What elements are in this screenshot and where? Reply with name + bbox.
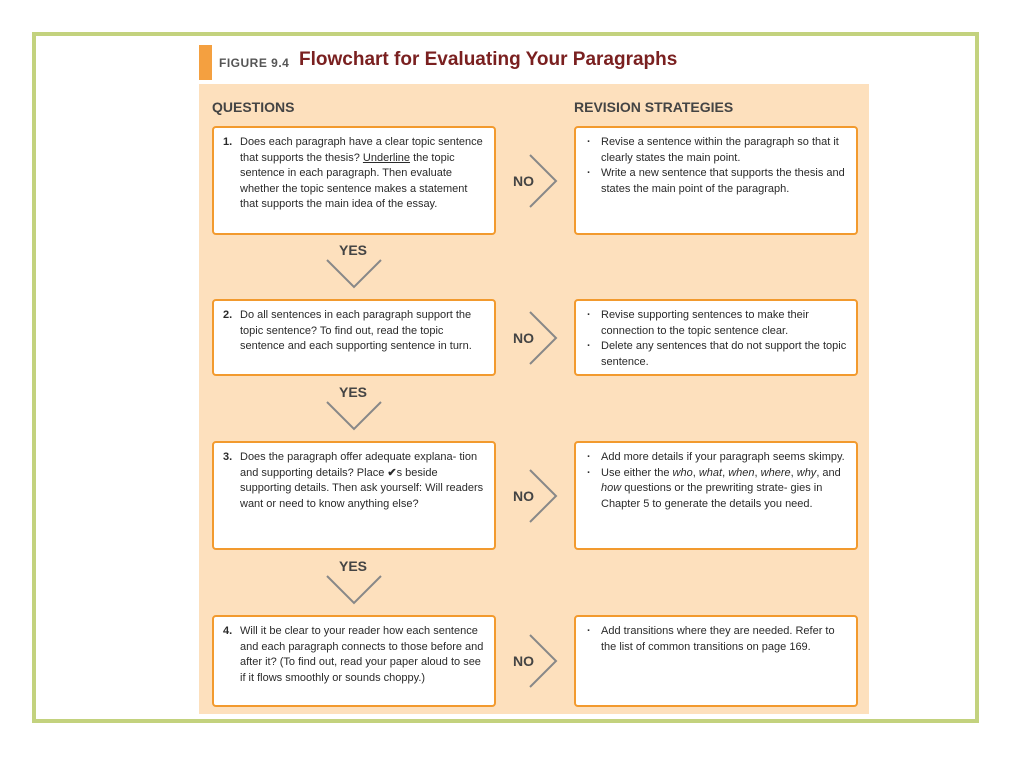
yes-label: YES xyxy=(339,558,368,574)
question-number: 4. xyxy=(223,625,233,637)
question-number: 2. xyxy=(223,309,233,321)
question-box-2: 2. Do all sentences in each paragraph su… xyxy=(212,299,496,376)
question-box-4: 4. Will it be clear to your reader how e… xyxy=(212,615,496,707)
no-label: NO xyxy=(513,488,534,504)
figure-accent-bar xyxy=(199,45,212,80)
strategy-box-1: Revise a sentence within the paragraph s… xyxy=(574,126,858,235)
yes-arrow-icon xyxy=(326,575,382,605)
strategies-heading: REVISION STRATEGIES xyxy=(574,99,734,115)
checkmark-icon: ✔ xyxy=(387,466,397,479)
strategy-item: Add transitions where they are needed. R… xyxy=(584,624,848,655)
question-text: Does each paragraph have a clear topic s… xyxy=(240,136,483,211)
strategy-item: Revise supporting sentences to make thei… xyxy=(584,308,848,339)
strategy-box-4: Add transitions where they are needed. R… xyxy=(574,615,858,707)
yes-label: YES xyxy=(339,384,368,400)
figure-title: Flowchart for Evaluating Your Paragraphs xyxy=(299,49,678,70)
no-arrow-icon xyxy=(529,634,558,688)
slide-frame xyxy=(32,32,979,723)
strategy-item: Revise a sentence within the paragraph s… xyxy=(584,135,848,166)
yes-label: YES xyxy=(339,242,368,258)
strategy-item: Use either the who, what, when, where, w… xyxy=(584,466,848,513)
question-number: 1. xyxy=(223,136,233,148)
question-text: Will it be clear to your reader how each… xyxy=(240,625,484,684)
no-label: NO xyxy=(513,653,534,669)
no-arrow-icon xyxy=(529,311,558,365)
strategy-box-3: Add more details if your paragraph seems… xyxy=(574,441,858,550)
yes-arrow-icon xyxy=(326,401,382,431)
strategy-item: Add more details if your paragraph seems… xyxy=(584,450,848,466)
question-text: Does the paragraph offer adequate explan… xyxy=(240,451,484,510)
question-text: Do all sentences in each paragraph suppo… xyxy=(240,309,472,353)
no-label: NO xyxy=(513,330,534,346)
no-arrow-icon xyxy=(529,469,558,523)
figure-label: FIGURE 9.4 xyxy=(219,56,290,70)
question-number: 3. xyxy=(223,451,233,463)
strategy-item: Delete any sentences that do not support… xyxy=(584,339,848,370)
no-arrow-icon xyxy=(529,154,558,208)
strategy-box-2: Revise supporting sentences to make thei… xyxy=(574,299,858,376)
no-label: NO xyxy=(513,173,534,189)
strategy-item: Write a new sentence that supports the t… xyxy=(584,166,848,197)
questions-heading: QUESTIONS xyxy=(212,99,295,115)
yes-arrow-icon xyxy=(326,259,382,289)
question-box-3: 3. Does the paragraph offer adequate exp… xyxy=(212,441,496,550)
question-box-1: 1. Does each paragraph have a clear topi… xyxy=(212,126,496,235)
